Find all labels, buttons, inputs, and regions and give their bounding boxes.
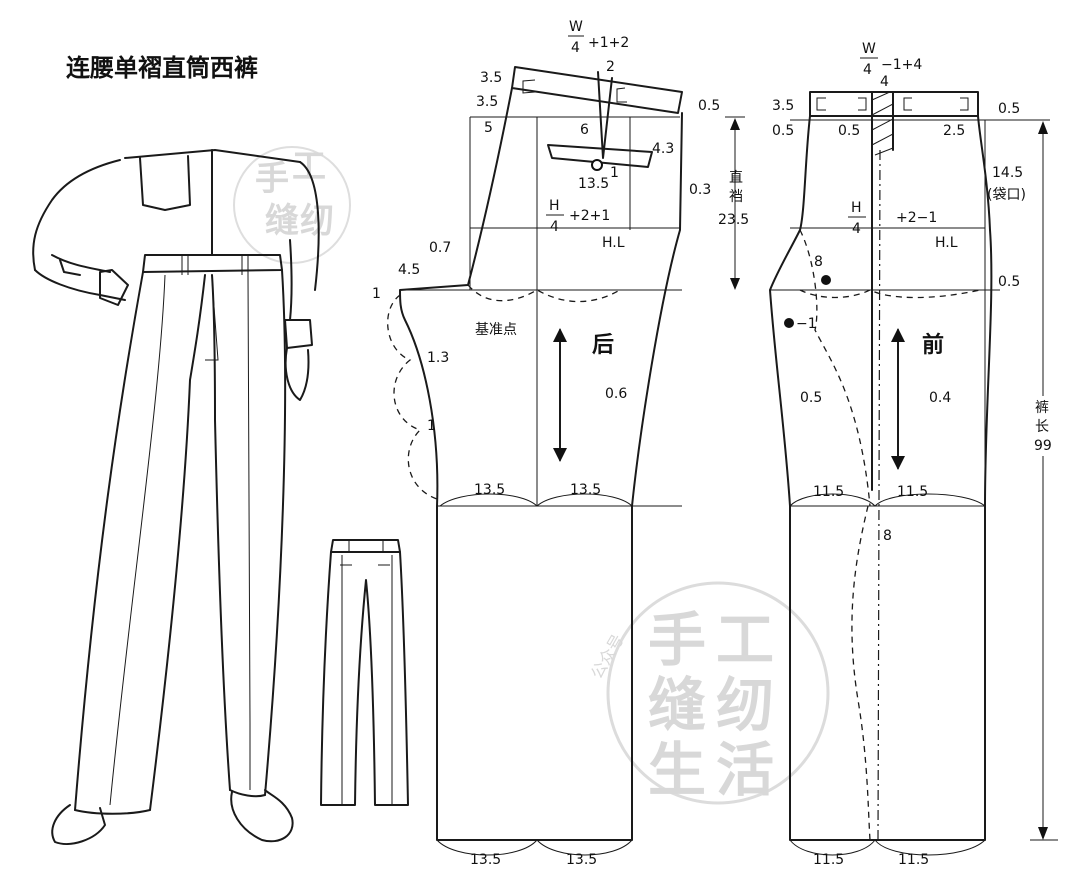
wm-small-char-2: 工 [292,147,326,187]
wm-char-2: 工 [716,606,774,674]
wm-small-char-1: 手 [255,159,289,199]
length-dimension: 裤 长 99 [1030,121,1058,841]
front-waist-rest: −1+4 [881,57,922,73]
front-dim-pocket-opening: 14.5 [992,165,1023,181]
wm-char-4: 纫 [716,671,774,739]
front-label: 前 [922,332,944,358]
front-dim-crotch-depth: 8 [814,254,823,270]
page-title: 连腰单褶直筒西裤 [66,54,258,82]
back-dim-hem-left: 13.5 [470,852,501,868]
back-dim-crotch-drop: 0.7 [429,240,451,256]
trouser-thumbnail [320,539,409,806]
rise-label-2: 裆 [729,189,743,205]
wm-small-char-3: 缝 [265,201,299,241]
back-dim-dart-depth: 6 [580,122,589,138]
back-dim-dart-length: 2 [606,59,615,75]
back-dim-inseam-curve-1: 1.3 [427,350,449,366]
rise-dimension: 直 裆 23.5 [718,116,749,290]
front-dim-hip-out: 0.5 [998,274,1020,290]
back-waist-denominator: 4 [571,40,580,56]
back-dim-pocket-offset: 4.3 [652,141,674,157]
front-dim-knee-left: 11.5 [813,484,844,500]
front-dim-crease-drop: 8 [883,528,892,544]
back-hip-line: H.L [602,235,625,251]
length-label-2: 长 [1035,419,1049,435]
front-dim-knee-right: 11.5 [897,484,928,500]
front-dim-hem-left: 11.5 [813,852,844,868]
back-labels: 后 W 4 +1+2 H 4 +2+1 H.L 基准点 3.5 3.5 5 2 … [372,19,720,868]
back-hip-rest: +2+1 [569,208,610,224]
back-dim-side-seam-curve: 0.6 [605,386,627,402]
front-dim-side-waist-out: 0.5 [998,101,1020,117]
watermark-large: 手 工 缝 纫 生 活 公众号 [587,581,830,805]
front-piece [769,91,1050,856]
front-dim-pocket-opening-label: (袋口) [987,187,1026,203]
back-dim-side-top: 5 [484,120,493,136]
front-waist-denominator: 4 [863,62,872,78]
back-dim-pocket-length: 13.5 [578,176,609,192]
back-dim-knee-left: 13.5 [474,482,505,498]
front-dim-side-seam-curve: 0.4 [929,390,951,406]
front-hip-numerator: H [851,200,862,216]
back-dim-pocket-end: 1 [610,165,619,181]
wm-tag: 公众号 [587,631,627,682]
front-labels: 前 W 4 −1+4 H 4 +2−1 H.L 3.5 4 0.5 0.5 0.… [772,41,1026,868]
back-piece [387,66,683,856]
rise-label-1: 直 [729,169,743,186]
front-waist-numerator: W [862,41,876,57]
watermark-small: 手 工 缝 纫 [233,146,351,264]
front-dim-hem-right: 11.5 [898,852,929,868]
front-dim-side-top-out: 2.5 [943,123,965,139]
back-dim-waistband-upper: 3.5 [480,70,502,86]
length-value: 99 [1034,438,1052,454]
front-hip-line: H.L [935,235,958,251]
back-dim-crotch-ext: 4.5 [398,262,420,278]
back-dim-side-in: 0.3 [689,182,711,198]
front-dim-waistband: 3.5 [772,98,794,114]
figure-illustration [32,149,320,845]
front-hip-rest: +2−1 [896,210,937,226]
back-reference-point: 基准点 [475,321,517,338]
wm-char-5: 生 [648,736,706,804]
length-label-1: 裤 [1035,400,1049,416]
back-waist-numerator: W [569,19,583,35]
front-dim-crotch-mark: −1 [796,316,817,332]
front-hip-denominator: 4 [852,221,861,237]
back-dim-waistband-lower: 3.5 [476,94,498,110]
back-hip-numerator: H [549,198,560,214]
front-dim-inseam-curve: 0.5 [800,390,822,406]
back-dim-knee-right: 13.5 [570,482,601,498]
back-dim-crotch-tip: 1 [372,286,381,302]
back-hip-denominator: 4 [550,219,559,235]
back-dim-hem-right: 13.5 [566,852,597,868]
rise-value: 23.5 [718,212,749,228]
front-dim-side-top-b: 0.5 [838,123,860,139]
wm-char-6: 活 [716,736,774,804]
back-dim-waist-side-out: 0.5 [698,98,720,114]
back-label: 后 [592,333,614,358]
back-waist-rest: +1+2 [588,35,629,51]
wm-char-3: 缝 [648,671,706,739]
front-dim-side-top-a: 0.5 [772,123,794,139]
front-dim-pleat-width: 4 [880,74,889,90]
wm-char-1: 手 [648,606,706,674]
back-dim-inseam-curve-2: 1 [427,418,436,434]
